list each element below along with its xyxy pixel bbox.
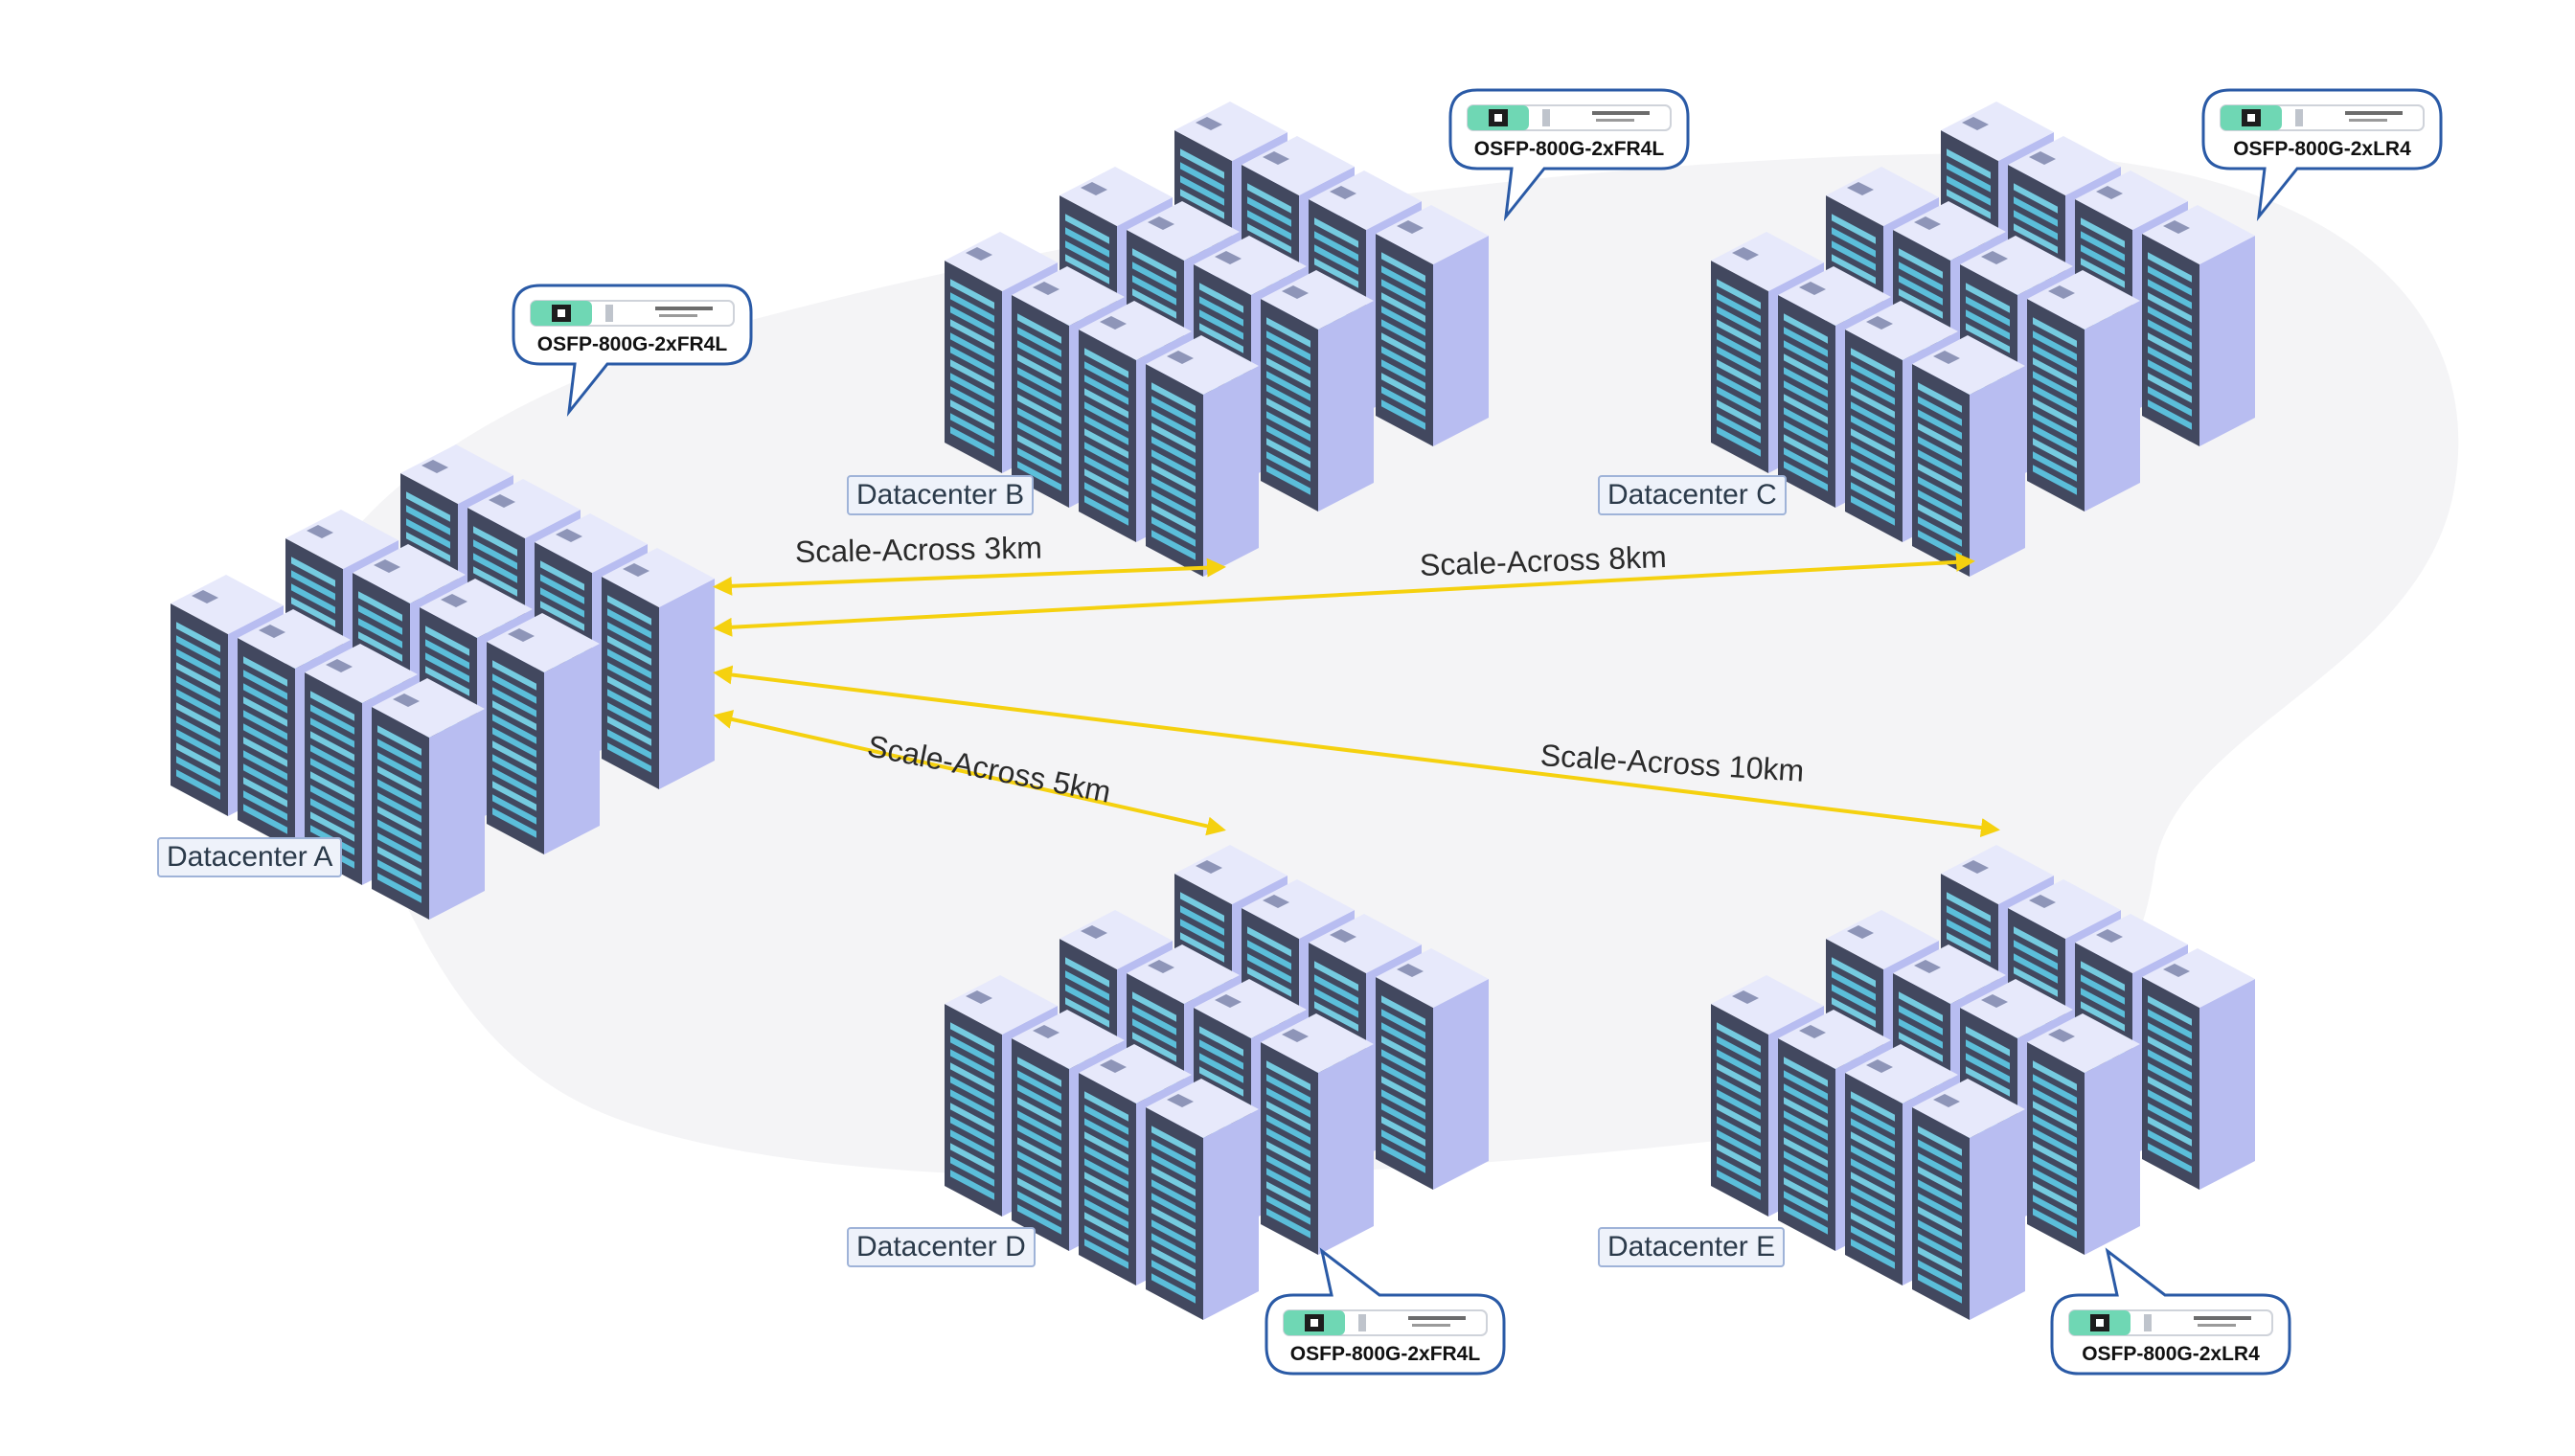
server-rack-icon <box>1079 301 1192 542</box>
datacenter-c-label: Datacenter C <box>1598 475 1787 515</box>
server-rack-icon <box>2142 205 2255 446</box>
server-rack-cluster-b <box>945 102 1489 577</box>
transceiver-module-icon <box>1467 104 1672 131</box>
server-rack-icon <box>487 613 600 854</box>
datacenter-e-label: Datacenter E <box>1598 1227 1786 1267</box>
module-bubble-a: OSFP-800G-2xFR4L <box>512 284 753 418</box>
speech-bubble-icon <box>1265 1247 1506 1376</box>
speech-bubble-icon <box>2201 88 2443 222</box>
link-arrow-4 <box>713 665 2000 837</box>
server-rack-icon <box>2142 948 2255 1190</box>
speech-bubble-icon <box>1448 88 1690 222</box>
server-rack-icon <box>1912 1079 2025 1320</box>
server-rack-cluster-a <box>171 444 715 920</box>
server-rack-icon <box>2027 1013 2140 1255</box>
server-rack-cluster-e <box>1711 845 2255 1320</box>
transceiver-module-icon <box>2220 104 2425 131</box>
datacenter-d-label: Datacenter D <box>847 1227 1036 1267</box>
server-rack-icon <box>2027 270 2140 512</box>
server-rack-icon <box>1376 948 1489 1190</box>
speech-bubble-icon <box>2050 1247 2291 1376</box>
datacenter-b-label: Datacenter B <box>847 475 1035 515</box>
server-rack-icon <box>1912 335 2025 577</box>
server-rack-icon <box>372 678 485 920</box>
speech-bubble-icon <box>512 284 753 418</box>
datacenter-a-label: Datacenter A <box>157 837 343 877</box>
server-rack-cluster-d <box>945 845 1489 1320</box>
module-bubble-c: OSFP-800G-2xLR4 <box>2201 88 2443 222</box>
link-arrow-2 <box>713 552 1975 637</box>
module-bubble-d: OSFP-800G-2xFR4L <box>1265 1247 1506 1379</box>
module-name: OSFP-800G-2xFR4L <box>1289 1343 1481 1365</box>
server-rack-icon <box>1376 205 1489 446</box>
server-rack-icon <box>1261 270 1374 512</box>
server-rack-cluster-c <box>1711 102 2255 577</box>
module-name: OSFP-800G-2xFR4L <box>1473 138 1665 160</box>
server-rack-icon <box>1261 1013 1374 1255</box>
links <box>713 552 2000 837</box>
server-racks <box>171 102 2255 1320</box>
module-bubble-b: OSFP-800G-2xFR4L <box>1448 88 1690 222</box>
server-rack-icon <box>1146 335 1259 577</box>
server-rack-icon <box>602 548 715 789</box>
link-label-3km: Scale-Across 3km <box>794 530 1043 569</box>
transceiver-module-icon <box>2068 1309 2273 1336</box>
module-bubble-e: OSFP-800G-2xLR4 <box>2050 1247 2291 1379</box>
transceiver-module-icon <box>1283 1309 1488 1336</box>
module-name: OSFP-800G-2xLR4 <box>2233 138 2411 160</box>
module-name: OSFP-800G-2xLR4 <box>2082 1343 2260 1365</box>
transceiver-module-icon <box>530 300 735 327</box>
server-rack-icon <box>1146 1079 1259 1320</box>
module-name: OSFP-800G-2xFR4L <box>536 333 728 355</box>
